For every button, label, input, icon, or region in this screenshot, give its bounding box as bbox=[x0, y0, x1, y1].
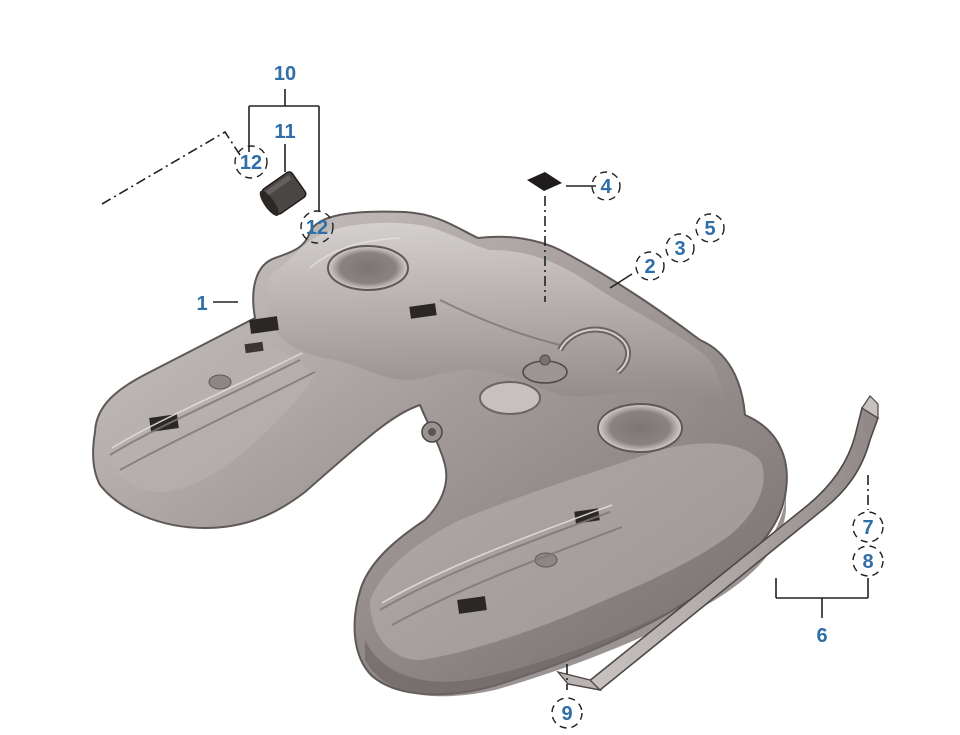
circle-3 bbox=[665, 233, 695, 263]
callout-5: 5 bbox=[704, 218, 715, 240]
callout-3: 3 bbox=[674, 238, 685, 260]
callout-6: 6 bbox=[816, 625, 827, 647]
callout-8: 8 bbox=[862, 551, 873, 573]
callout-12: 12 bbox=[306, 217, 328, 239]
tank-pad bbox=[409, 303, 437, 319]
callout-labels: 10 11 12 12 1 2 3 4 5 7 8 6 9 bbox=[196, 63, 873, 725]
hose-pipe bbox=[259, 171, 307, 216]
callout-10: 10 bbox=[274, 63, 296, 85]
callout-11: 11 bbox=[274, 121, 295, 143]
tank-pad bbox=[249, 316, 279, 334]
circle-12a bbox=[234, 145, 268, 179]
callout-circles bbox=[234, 145, 884, 729]
tank-pad bbox=[457, 596, 487, 614]
circle-8 bbox=[852, 545, 884, 577]
callout-2: 2 bbox=[644, 256, 655, 278]
part-4-pad bbox=[527, 172, 562, 191]
circle-2 bbox=[635, 251, 665, 281]
circle-9 bbox=[551, 697, 583, 729]
tank-pad bbox=[244, 341, 264, 354]
callout-12: 12 bbox=[240, 152, 262, 174]
leader-lines bbox=[101, 89, 869, 690]
circle-5 bbox=[695, 213, 725, 243]
tank-center-boss bbox=[479, 381, 541, 415]
callout-1: 1 bbox=[196, 293, 207, 315]
circle-7 bbox=[852, 511, 884, 543]
callout-7: 7 bbox=[862, 517, 873, 539]
tank-strap bbox=[556, 395, 879, 692]
callout-4: 4 bbox=[600, 176, 612, 198]
tank-pad bbox=[149, 414, 179, 432]
circle-4 bbox=[591, 171, 621, 201]
fuel-tank bbox=[92, 210, 788, 697]
circle-12b bbox=[300, 210, 334, 244]
callout-9: 9 bbox=[561, 703, 572, 725]
